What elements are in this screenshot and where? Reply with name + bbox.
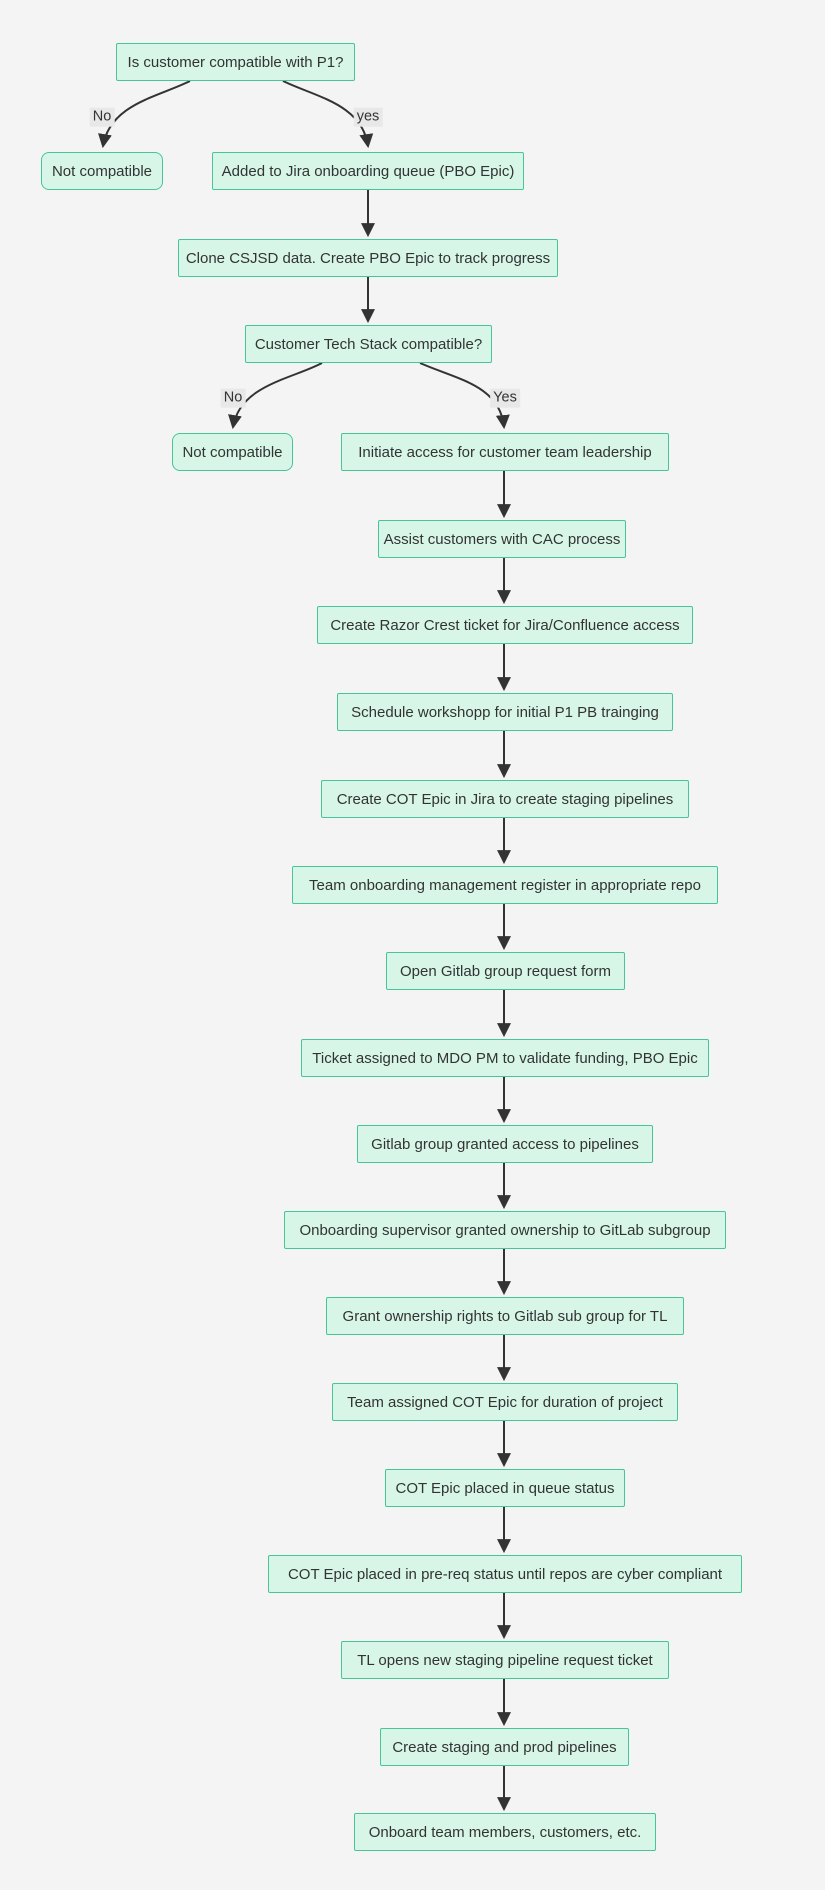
flowchart-node-cot-queue-status: COT Epic placed in queue status [385, 1469, 625, 1507]
flowchart-node-initiate-access: Initiate access for customer team leader… [341, 433, 669, 471]
flowchart-node-not-compatible-1: Not compatible [41, 152, 163, 190]
flowchart-node-gitlab-access: Gitlab group granted access to pipelines [357, 1125, 653, 1163]
flowchart-node-team-cot-duration: Team assigned COT Epic for duration of p… [332, 1383, 678, 1421]
edge-label-yes-2: Yes [490, 388, 520, 408]
edge-label-no-1: No [89, 107, 115, 127]
flowchart-node-assist-cac: Assist customers with CAC process [378, 520, 626, 558]
flowchart-node-razor-crest: Create Razor Crest ticket for Jira/Confl… [317, 606, 693, 644]
flowchart-node-tech-stack-question: Customer Tech Stack compatible? [245, 325, 492, 363]
flowchart-node-ticket-mdo-pm: Ticket assigned to MDO PM to validate fu… [301, 1039, 709, 1077]
edge-yes-2 [419, 362, 510, 430]
flowchart-node-create-cot-epic: Create COT Epic in Jira to create stagin… [321, 780, 689, 818]
edge-no-2 [228, 362, 323, 430]
edge-yes-1 [282, 80, 374, 149]
flowchart-node-schedule-workshop: Schedule workshopp for initial P1 PB tra… [337, 693, 673, 731]
edge-label-no-2: No [220, 388, 246, 408]
flowchart-node-supervisor-ownership: Onboarding supervisor granted ownership … [284, 1211, 726, 1249]
flowchart-node-gitlab-request-form: Open Gitlab group request form [386, 952, 625, 990]
flowchart-node-not-compatible-2: Not compatible [172, 433, 293, 471]
flowchart-node-tl-opens-ticket: TL opens new staging pipeline request ti… [341, 1641, 669, 1679]
flowchart-node-onboard-team: Onboard team members, customers, etc. [354, 1813, 656, 1851]
edge-label-yes-1: yes [353, 107, 383, 127]
flowchart-node-jira-queue: Added to Jira onboarding queue (PBO Epic… [212, 152, 524, 190]
flowchart-node-team-register: Team onboarding management register in a… [292, 866, 718, 904]
flowchart-node-clone-csjsd: Clone CSJSD data. Create PBO Epic to tra… [178, 239, 558, 277]
flowchart-node-cot-prereq-status: COT Epic placed in pre-req status until … [268, 1555, 742, 1593]
flowchart-node-compat-question: Is customer compatible with P1? [116, 43, 355, 81]
flowchart-node-create-pipelines: Create staging and prod pipelines [380, 1728, 629, 1766]
edge-no-1 [98, 80, 191, 149]
flowchart-node-grant-tl-ownership: Grant ownership rights to Gitlab sub gro… [326, 1297, 684, 1335]
